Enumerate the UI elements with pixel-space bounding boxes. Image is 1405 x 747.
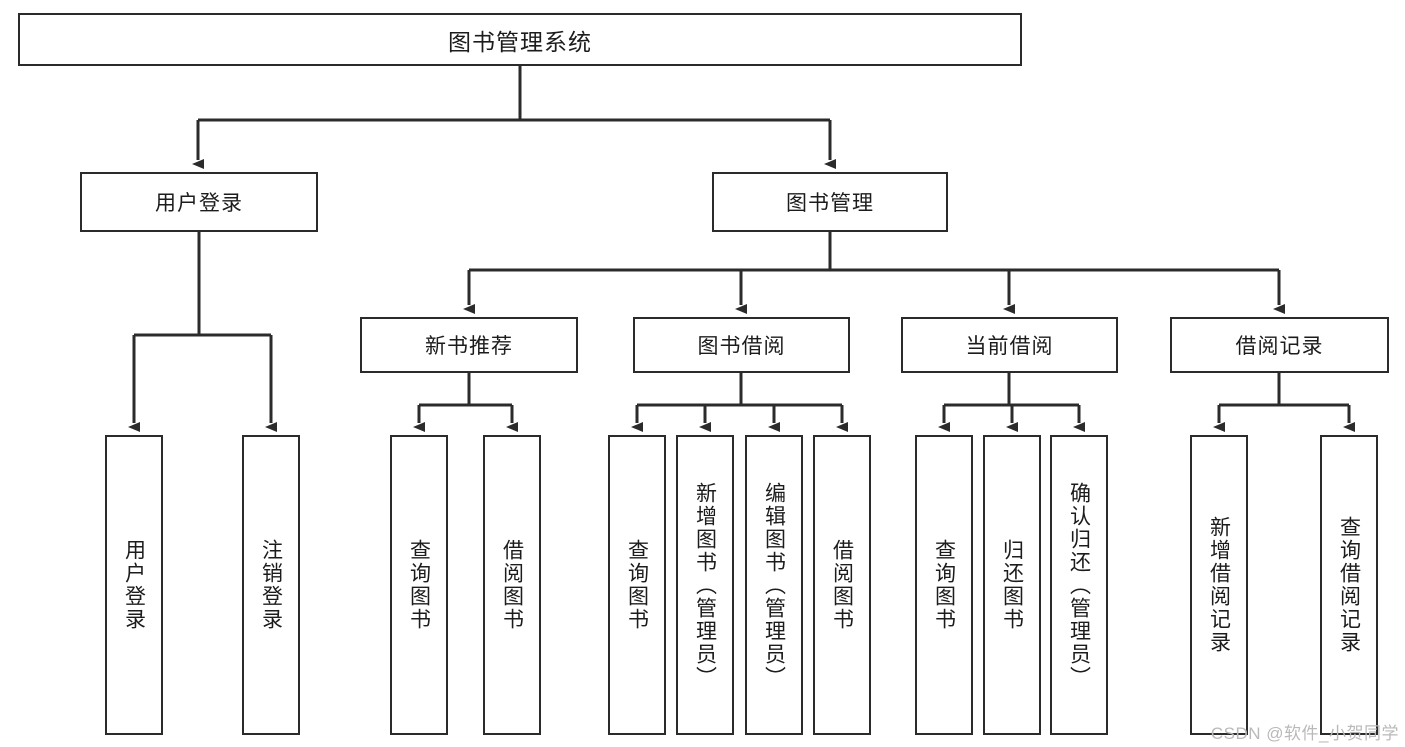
edges-book-borrow-children bbox=[631, 373, 848, 432]
leaf-user-logout[interactable]: 注销登录 bbox=[242, 435, 300, 735]
leaf-user-login[interactable]: 用户登录 bbox=[105, 435, 163, 735]
node-book-management[interactable]: 图书管理 bbox=[712, 172, 948, 232]
leaf-borrow-book-recommend[interactable]: 借阅图书 bbox=[483, 435, 541, 735]
node-user-login[interactable]: 用户登录 bbox=[80, 172, 318, 232]
leaf-query-book-borrow[interactable]: 查询图书 bbox=[608, 435, 666, 735]
leaf-label: 新增借阅记录 bbox=[1207, 516, 1231, 654]
leaf-query-book-recommend[interactable]: 查询图书 bbox=[390, 435, 448, 735]
node-root-system[interactable]: 图书管理系统 bbox=[18, 13, 1022, 66]
leaf-label: 编辑图书（管理员） bbox=[762, 481, 786, 689]
leaf-label: 查询借阅记录 bbox=[1337, 516, 1361, 654]
leaf-label: 查询图书 bbox=[407, 539, 431, 631]
edges-new-book-children bbox=[413, 373, 518, 432]
leaf-borrow-book[interactable]: 借阅图书 bbox=[813, 435, 871, 735]
node-book-borrow[interactable]: 图书借阅 bbox=[633, 317, 850, 373]
leaf-label: 查询图书 bbox=[932, 539, 956, 631]
edges-current-borrow-children bbox=[938, 373, 1085, 432]
node-new-book-recommend[interactable]: 新书推荐 bbox=[360, 317, 578, 373]
leaf-label: 新增图书（管理员） bbox=[693, 481, 717, 689]
leaf-label: 用户登录 bbox=[122, 539, 146, 631]
leaf-return-book[interactable]: 归还图书 bbox=[983, 435, 1041, 735]
leaf-confirm-return-admin[interactable]: 确认归还（管理员） bbox=[1050, 435, 1108, 735]
node-borrow-record[interactable]: 借阅记录 bbox=[1170, 317, 1389, 373]
edges-user-login-children bbox=[128, 232, 277, 432]
leaf-label: 归还图书 bbox=[1000, 539, 1024, 631]
leaf-add-borrow-record[interactable]: 新增借阅记录 bbox=[1190, 435, 1248, 735]
leaf-label: 查询图书 bbox=[625, 539, 649, 631]
leaf-edit-book-admin[interactable]: 编辑图书（管理员） bbox=[745, 435, 803, 735]
leaf-label: 借阅图书 bbox=[830, 539, 854, 631]
node-current-borrow[interactable]: 当前借阅 bbox=[901, 317, 1118, 373]
leaf-query-book-current[interactable]: 查询图书 bbox=[915, 435, 973, 735]
leaf-query-borrow-record[interactable]: 查询借阅记录 bbox=[1320, 435, 1378, 735]
leaf-add-book-admin[interactable]: 新增图书（管理员） bbox=[676, 435, 734, 735]
edges-borrow-record-children bbox=[1213, 373, 1355, 432]
leaf-label: 借阅图书 bbox=[500, 539, 524, 631]
edges-root-to-level2 bbox=[192, 66, 836, 169]
leaf-label: 确认归还（管理员） bbox=[1067, 481, 1091, 689]
edges-book-manage-children bbox=[463, 232, 1285, 314]
leaf-label: 注销登录 bbox=[259, 539, 283, 631]
